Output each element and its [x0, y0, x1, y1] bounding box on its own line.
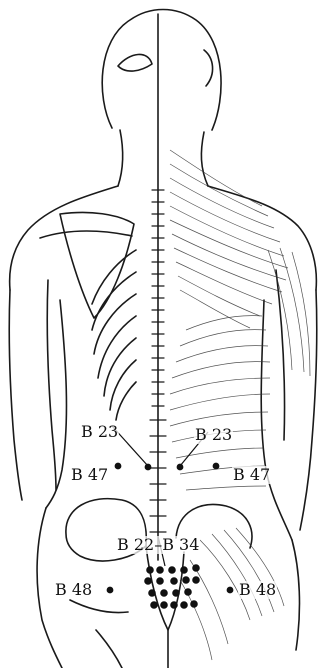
label-b48-left: B 48 [54, 581, 93, 599]
femur-left [70, 600, 128, 668]
marker-b23-right [177, 464, 183, 470]
arm-right [300, 290, 317, 530]
marker-b48-left [107, 587, 113, 593]
arm-left [9, 290, 22, 500]
label-b47-right: B 47 [232, 466, 271, 484]
marker-b47-right [213, 463, 219, 469]
marker-b23-left [145, 464, 151, 470]
hip-right [292, 540, 299, 650]
label-b22-b34: B 22–B 34 [116, 536, 200, 554]
neck-left [118, 130, 123, 186]
shoulder-left [10, 186, 118, 290]
head-outline [102, 10, 221, 131]
shoulder-right [208, 186, 316, 290]
neck-right [201, 132, 208, 186]
label-b23-left: B 23 [80, 423, 119, 441]
marker-b47-left [115, 463, 121, 469]
clavicle-left [40, 231, 132, 238]
sacrum [146, 546, 184, 630]
label-b47-left: B 47 [70, 466, 109, 484]
label-b23-right: B 23 [194, 426, 233, 444]
label-b48-right: B 48 [238, 581, 277, 599]
scapula-left [60, 212, 134, 318]
point-markers [107, 426, 233, 608]
torso-right [261, 300, 292, 540]
skull-right-detail [204, 50, 213, 86]
marker-b48-right [227, 587, 233, 593]
skull-left-detail [118, 54, 152, 71]
arm-left-inner [47, 280, 56, 490]
arm-right-inner [276, 270, 285, 440]
